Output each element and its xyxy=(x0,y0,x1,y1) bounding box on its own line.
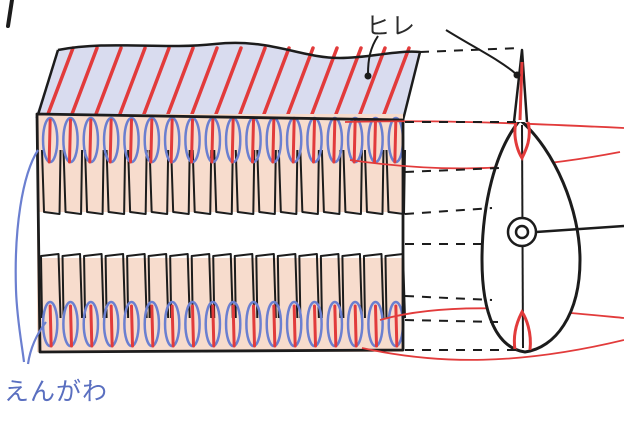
hire-leader-right xyxy=(446,30,516,74)
label-engawa: えんがわ xyxy=(4,372,108,408)
engawa-pin-bottom xyxy=(355,306,356,346)
engawa-pin-top xyxy=(131,120,132,162)
engawa-pin-bottom xyxy=(172,306,173,346)
engawa-pin-top xyxy=(293,120,294,162)
engawa-pin-top xyxy=(171,120,172,162)
engawa-pin-top xyxy=(395,120,396,162)
engawa-pin-bottom xyxy=(315,306,316,346)
engawa-pin-bottom xyxy=(50,306,51,346)
engawa-pin-top xyxy=(354,120,355,162)
engawa-pin-bottom xyxy=(376,306,377,346)
engawa-pin-bottom xyxy=(111,306,112,346)
engawa-pin-bottom xyxy=(335,306,336,346)
engawa-pin-bottom xyxy=(91,306,92,346)
engawa-pin-bottom xyxy=(132,306,133,346)
engawa-pin-top xyxy=(192,120,193,162)
dashed-guide xyxy=(420,48,520,52)
engawa-pin-top xyxy=(334,120,335,162)
dashed-guide xyxy=(405,296,492,300)
engawa-pin-top xyxy=(70,120,71,162)
hire-leader-dot xyxy=(514,72,521,79)
engawa-pin-bottom xyxy=(152,306,153,346)
center-gap xyxy=(38,212,402,258)
engawa-pin-top xyxy=(232,120,233,162)
engawa-pin-top xyxy=(375,120,376,162)
engawa-pin-bottom xyxy=(396,306,397,346)
engawa-pin-top xyxy=(314,120,315,162)
body-block xyxy=(37,114,405,352)
engawa-pin-top xyxy=(151,120,152,162)
engawa-pin-top xyxy=(273,120,274,162)
engawa-pin-top xyxy=(110,120,111,162)
edge-stroke xyxy=(8,0,12,26)
engawa-pin-top xyxy=(212,120,213,162)
engawa-pin-bottom xyxy=(233,306,234,346)
engawa-pin-top xyxy=(253,120,254,162)
engawa-pin-bottom xyxy=(193,306,194,346)
dashed-guide xyxy=(405,320,498,322)
engawa-pin-bottom xyxy=(254,306,255,346)
fin-layer xyxy=(35,43,420,125)
engawa-pin-bottom xyxy=(71,306,72,346)
label-hire: ヒレ xyxy=(366,6,416,41)
cross-fin-ray xyxy=(520,62,522,120)
engawa-pin-bottom xyxy=(213,306,214,346)
engawa-bracket xyxy=(16,150,38,362)
engawa-pin-bottom xyxy=(274,306,275,346)
engawa-pin-top xyxy=(90,120,91,162)
engawa-pin-bottom xyxy=(294,306,295,346)
dashed-guide xyxy=(405,208,492,214)
hire-leader-dot xyxy=(365,73,372,80)
spine-circle xyxy=(508,218,536,246)
engawa-pin-top xyxy=(49,120,50,162)
